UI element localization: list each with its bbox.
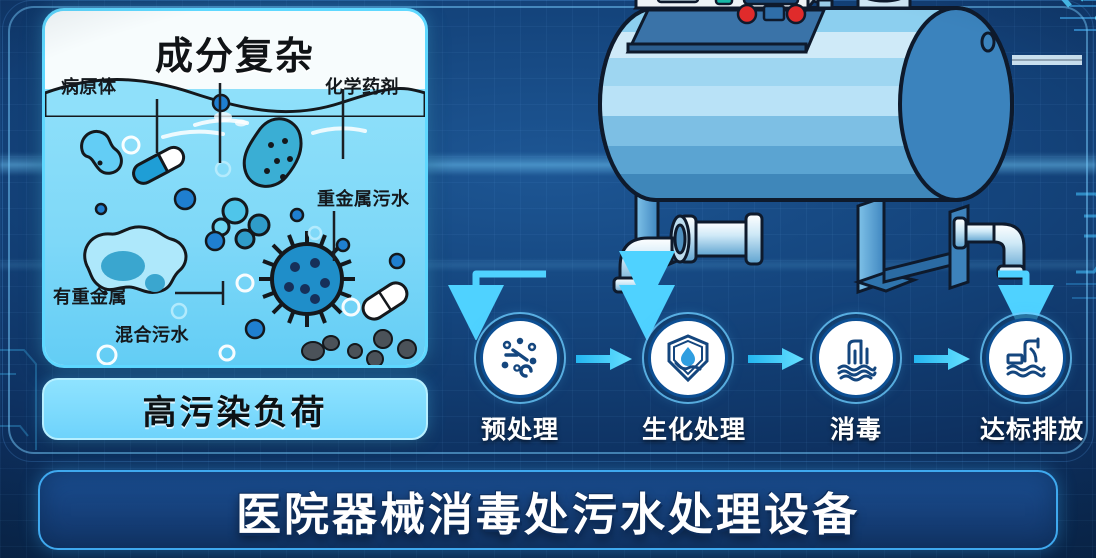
banner-title: 医院器械消毒处污水处理设备	[235, 488, 860, 540]
title-banner: 医院器械消毒处污水处理设备	[38, 470, 1058, 550]
